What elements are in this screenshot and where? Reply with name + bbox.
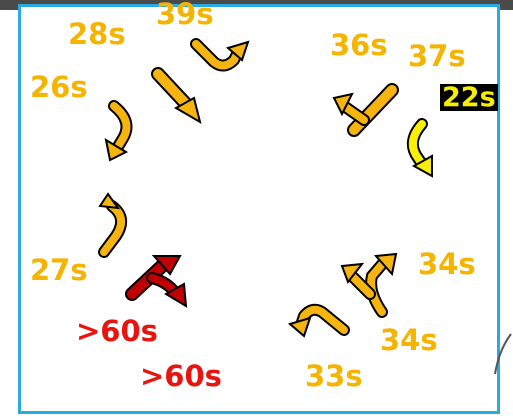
timer-label-north-right: 39s bbox=[156, 0, 214, 29]
turn-arrow-icon bbox=[94, 192, 140, 258]
u-turn-arrow-icon bbox=[288, 300, 352, 340]
straight-arrow-icon bbox=[150, 68, 210, 128]
turn-arrow-icon bbox=[400, 118, 444, 180]
timer-label-south-east-top: 34s bbox=[418, 250, 476, 279]
timer-label-north-left: 28s bbox=[68, 20, 126, 49]
timer-label-east-right: 37s bbox=[408, 42, 466, 71]
timer-label-west-bottom: 27s bbox=[30, 256, 88, 285]
turn-arrow-icon bbox=[330, 84, 400, 144]
timer-label-west-top: 26s bbox=[30, 73, 88, 102]
timer-label-east-left: 36s bbox=[330, 31, 388, 60]
timer-label-south: 33s bbox=[305, 362, 363, 391]
turn-arrow-icon bbox=[100, 100, 150, 166]
turn-arrow-icon bbox=[124, 252, 194, 310]
timer-label-highlighted: 22s bbox=[440, 84, 498, 111]
timer-label-south-east-bottom: 34s bbox=[380, 326, 438, 355]
edge-line bbox=[493, 330, 513, 380]
timer-label-alert-2: >60s bbox=[140, 362, 222, 391]
timer-label-alert-1: >60s bbox=[76, 317, 158, 346]
